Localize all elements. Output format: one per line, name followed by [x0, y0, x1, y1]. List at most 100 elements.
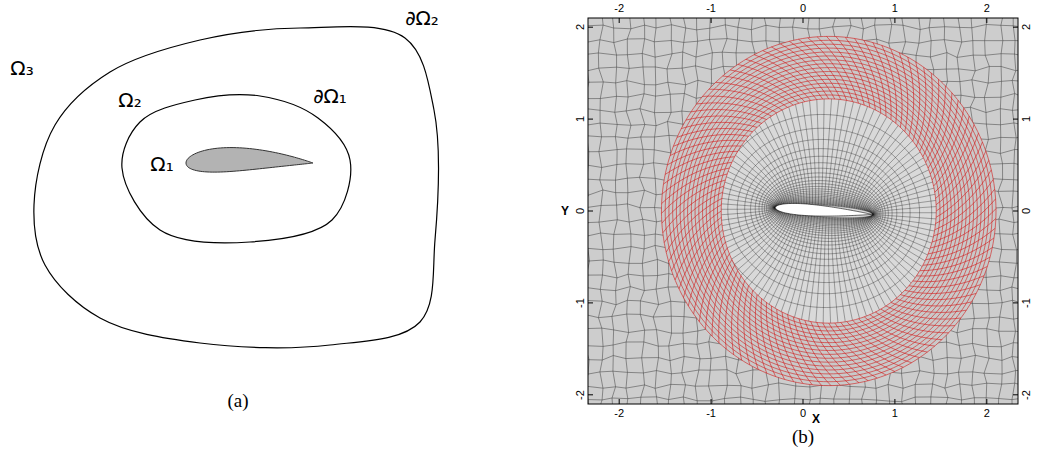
mesh-line: [612, 18, 617, 404]
tick-label: -2: [614, 3, 624, 14]
region-boundary: [30, 20, 442, 355]
tick-mark: [588, 27, 593, 28]
tick-label: -1: [706, 408, 716, 419]
tick-mark: [1013, 302, 1018, 303]
mesh-line: [871, 188, 966, 213]
tick-label: 2: [984, 3, 990, 14]
mesh-line: [679, 208, 774, 209]
region-outline: Ω₂∂Ω₂Ω₁∂Ω₁: [30, 20, 442, 355]
mesh-line: [811, 322, 859, 383]
tick-mark: [1013, 27, 1018, 28]
tick-label: -2: [1021, 390, 1032, 400]
mesh-line: [679, 224, 722, 289]
mesh-line: [723, 76, 794, 105]
mesh-line: [732, 276, 742, 355]
mesh-line: [745, 149, 903, 274]
tick-label: 0: [800, 3, 806, 14]
mesh-plot: [588, 18, 1018, 404]
tick-mark: [619, 18, 620, 23]
tick-mark: [894, 399, 895, 404]
mesh-line: [872, 196, 967, 213]
mesh-line: [588, 24, 1018, 29]
tick-mark: [588, 394, 593, 395]
mesh-line: [920, 73, 932, 151]
mesh-line: [689, 161, 777, 206]
tick-label: 0: [1021, 208, 1032, 214]
tick-mark: [619, 399, 620, 404]
mesh-line: [669, 44, 989, 378]
mesh-line: [703, 96, 777, 113]
mesh-line: [916, 257, 990, 276]
axis-title: X: [812, 413, 820, 425]
mesh-line: [936, 151, 986, 211]
mesh-line: [688, 236, 724, 306]
mesh-line: [750, 290, 758, 369]
mesh-line: [672, 211, 722, 271]
mesh-line: [761, 299, 776, 377]
tick-mark: [711, 18, 712, 23]
tick-mark: [986, 18, 987, 23]
tick-mark: [1013, 211, 1018, 212]
mesh-line: [774, 200, 873, 222]
mesh-line: [670, 140, 745, 155]
mesh-line: [998, 18, 1003, 404]
mesh-line: [673, 48, 985, 374]
mesh-line: [936, 160, 989, 217]
mesh-line: [684, 60, 974, 362]
mesh-line: [684, 177, 776, 207]
tick-label: 1: [575, 116, 586, 122]
mesh-line: [681, 122, 757, 128]
mesh-line: [913, 266, 988, 281]
mesh-line: [774, 199, 874, 224]
mesh-line: [926, 228, 996, 259]
mesh-line: [899, 53, 907, 132]
tick-label: -1: [1021, 298, 1032, 308]
mesh-line: [916, 67, 926, 146]
mesh-line: [928, 218, 996, 253]
mesh-line: [691, 68, 966, 355]
mesh-line: [741, 214, 798, 322]
mesh-line: [932, 108, 964, 180]
mesh-line: [696, 211, 782, 272]
mesh-line: [680, 193, 774, 207]
mesh-line: [777, 309, 803, 383]
mesh-line: [722, 114, 787, 205]
mesh-line: [854, 110, 920, 208]
tick-mark: [588, 211, 593, 212]
mesh-line: [719, 265, 735, 343]
region-outline: Ω₁∂Ω₁: [118, 92, 354, 246]
mesh-line: [935, 179, 994, 229]
mesh-line: [774, 202, 872, 219]
mesh-line: [705, 132, 782, 205]
mesh-line: [694, 242, 726, 314]
fine-mesh: [679, 75, 968, 347]
mesh-line: [744, 286, 750, 365]
mesh-line: [854, 218, 905, 324]
mesh-line: [754, 55, 817, 100]
tick-label: 2: [984, 408, 990, 419]
mesh-line: [930, 100, 958, 174]
tick-label: -1: [706, 3, 716, 14]
mesh-line: [730, 70, 799, 103]
tick-mark: [1013, 394, 1018, 395]
mesh-line: [663, 186, 724, 233]
mesh-line: [859, 319, 928, 352]
boundary-label: ∂Ω₂: [405, 8, 439, 28]
mesh-line: [762, 173, 885, 249]
airfoil-shape: [186, 148, 313, 173]
mesh-line: [766, 181, 881, 242]
mesh-line: [700, 211, 783, 279]
mesh-line: [680, 56, 977, 366]
mesh-line: [706, 83, 951, 338]
mesh-line: [886, 306, 961, 319]
mesh-line: [773, 195, 875, 228]
mesh-line: [838, 218, 858, 344]
mesh-line: [639, 18, 644, 404]
mesh-line: [873, 43, 891, 120]
inner-region: [721, 99, 936, 323]
tick-label: -1: [575, 298, 586, 308]
mesh-line: [766, 302, 784, 379]
tick-label: 1: [1021, 116, 1032, 122]
mesh-line: [846, 218, 882, 336]
mesh-line: [860, 217, 925, 308]
